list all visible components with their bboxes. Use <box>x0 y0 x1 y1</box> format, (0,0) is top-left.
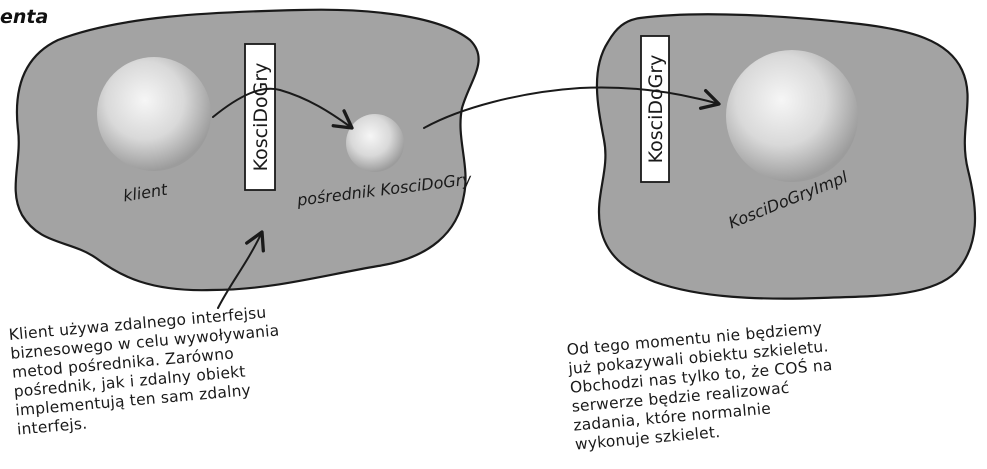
server-interface-label: KosciDoGry <box>645 55 667 164</box>
client-interface-note: Klient używa zdalnego interfejsu bizneso… <box>8 302 287 439</box>
client-interface-label: KosciDoGry <box>250 63 272 172</box>
impl-object-sphere <box>726 50 858 182</box>
proxy-object-sphere <box>346 114 404 172</box>
client-object-sphere <box>97 57 211 171</box>
skeleton-omitted-note: Od tego momentu nie będziemy już pokazyw… <box>566 318 838 455</box>
